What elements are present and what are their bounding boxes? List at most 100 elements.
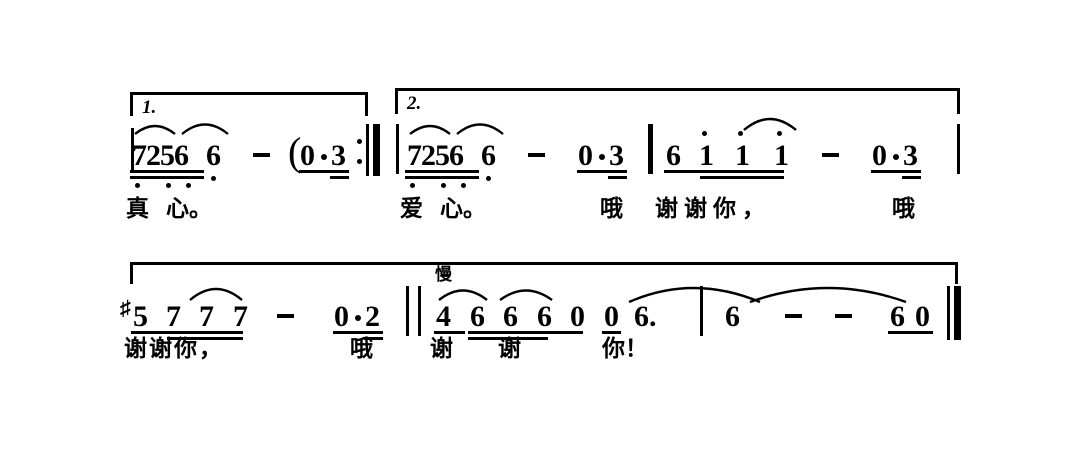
ending-1-bracket-top	[130, 92, 368, 95]
slur-m4	[189, 287, 243, 301]
note-m5-5: 0	[570, 300, 585, 333]
barline-m3-end	[957, 124, 960, 174]
sustain-dash-m6-1	[785, 314, 802, 318]
beam-m1b-secondary	[330, 176, 349, 179]
octave-dot-m1-4	[211, 176, 216, 181]
note-m5-4: 6	[537, 300, 552, 333]
sharp-accidental-m4: ♯	[120, 296, 131, 320]
note-m6-2: 6	[890, 300, 905, 333]
slur-m5-b	[499, 289, 553, 301]
rest-m1: 0	[300, 139, 315, 172]
beam-m3-secondary	[700, 176, 784, 179]
beam-m1b-primary	[299, 170, 349, 173]
sustain-dash-m6-2	[835, 314, 852, 318]
beam-m5-c	[535, 331, 583, 334]
octave-dot-m2-3	[461, 183, 466, 188]
barline-m5-end	[700, 286, 703, 336]
barline-m2-start	[396, 124, 399, 174]
note-m6-3: 0	[915, 300, 930, 333]
ending-2-label: 2.	[407, 93, 422, 114]
rest-m2: 0	[578, 139, 593, 172]
sustain-dash-m1	[253, 153, 270, 157]
octave-dot-m1-1	[135, 183, 140, 188]
beam-m2b-secondary	[608, 176, 627, 179]
beam-m3-primary	[664, 170, 784, 173]
repeat-dot-upper	[357, 139, 362, 144]
ending-2-bracket-top	[395, 88, 960, 91]
note-m5-1: 4	[436, 300, 451, 333]
note-m3-3: 1	[735, 139, 750, 172]
beam-m5-d	[602, 331, 621, 334]
lyric-m1-2: 心。	[166, 196, 212, 222]
note-m4-1: 5	[133, 300, 148, 333]
note-m4-last: 2	[365, 300, 380, 333]
note-m4-3: 7	[199, 300, 214, 333]
lyric-m3-1: 谢谢你，	[655, 196, 771, 222]
ending-1-label: 1.	[142, 97, 157, 118]
ending-1-bracket-left	[130, 92, 133, 116]
ending-2-bracket-right	[957, 88, 960, 114]
beam-m5-b2	[468, 337, 548, 340]
note-m3-4: 1	[774, 139, 789, 172]
beam-m4b-secondary	[364, 337, 383, 340]
high-octave-dot-m3-2	[738, 131, 743, 136]
lyric-m2-3: 哦	[600, 196, 623, 222]
slur-m5-a	[438, 289, 488, 301]
beam-m5-a	[434, 331, 465, 334]
lyric-m4-2: 哦	[350, 336, 373, 362]
octave-dot-m2-2	[441, 183, 446, 188]
lyric-m5-3: 你！	[602, 336, 648, 362]
beam-m2-secondary	[405, 176, 479, 179]
barline-m2-end	[650, 124, 653, 174]
note-m4-4: 7	[233, 300, 248, 333]
repeat-barline-thick	[373, 124, 380, 176]
rest-m4: 0	[334, 300, 349, 333]
note-m2-2: 6	[481, 139, 496, 172]
augmentation-dot-m4	[355, 315, 361, 321]
lyric-m5-2: 谢	[498, 336, 521, 362]
note-m5-3: 6	[503, 300, 518, 333]
lyric-m3-2: 哦	[892, 196, 915, 222]
note-m2-last: 3	[609, 139, 624, 172]
beam-m4-secondary	[167, 337, 243, 340]
barline-m3-start	[648, 124, 651, 174]
slur-m2-b	[456, 123, 504, 135]
sustain-dash-m3	[822, 153, 839, 157]
open-paren-m1: (	[288, 129, 302, 174]
ending-1-bracket-right	[365, 92, 368, 116]
tie-m6	[749, 286, 907, 304]
system2-bracket-left	[130, 262, 133, 284]
ending-2-bracket-left	[395, 88, 398, 114]
octave-dot-m1-2	[166, 183, 171, 188]
barline-m1-start	[131, 128, 134, 170]
barline-m5-start	[418, 286, 421, 336]
augmentation-dot-m1	[321, 154, 327, 160]
high-octave-dot-m3-3	[777, 131, 782, 136]
slur-m2-a	[409, 124, 451, 135]
final-barline-thin	[947, 286, 950, 340]
note-m6-1: 6	[725, 300, 740, 333]
tempo-marking-slow: 慢	[435, 265, 452, 285]
beam-m4b-primary	[333, 331, 383, 334]
octave-dot-m2-4	[486, 176, 491, 181]
note-m5-6: 0	[604, 300, 619, 333]
lyric-m2-2: 心。	[440, 196, 486, 222]
beam-m6	[888, 331, 933, 334]
slur-m1-b	[181, 123, 229, 135]
note-m1-1: 7256	[132, 139, 189, 172]
octave-dot-m2-1	[410, 183, 415, 188]
lyric-m1-1: 真	[126, 196, 149, 222]
beam-m2b-primary	[577, 170, 627, 173]
beam-m2-primary	[405, 170, 479, 173]
note-m3-last: 3	[903, 139, 918, 172]
augmentation-dot-m2	[599, 154, 605, 160]
note-m1-2: 6	[206, 139, 221, 172]
barline-m4-end	[406, 286, 409, 336]
note-m2-1: 7256	[407, 139, 464, 172]
repeat-barline-thin	[366, 124, 369, 176]
note-m5-2: 6	[470, 300, 485, 333]
note-m3-1: 6	[666, 139, 681, 172]
repeat-dot-lower	[357, 159, 362, 164]
note-m3-2: 1	[699, 139, 714, 172]
